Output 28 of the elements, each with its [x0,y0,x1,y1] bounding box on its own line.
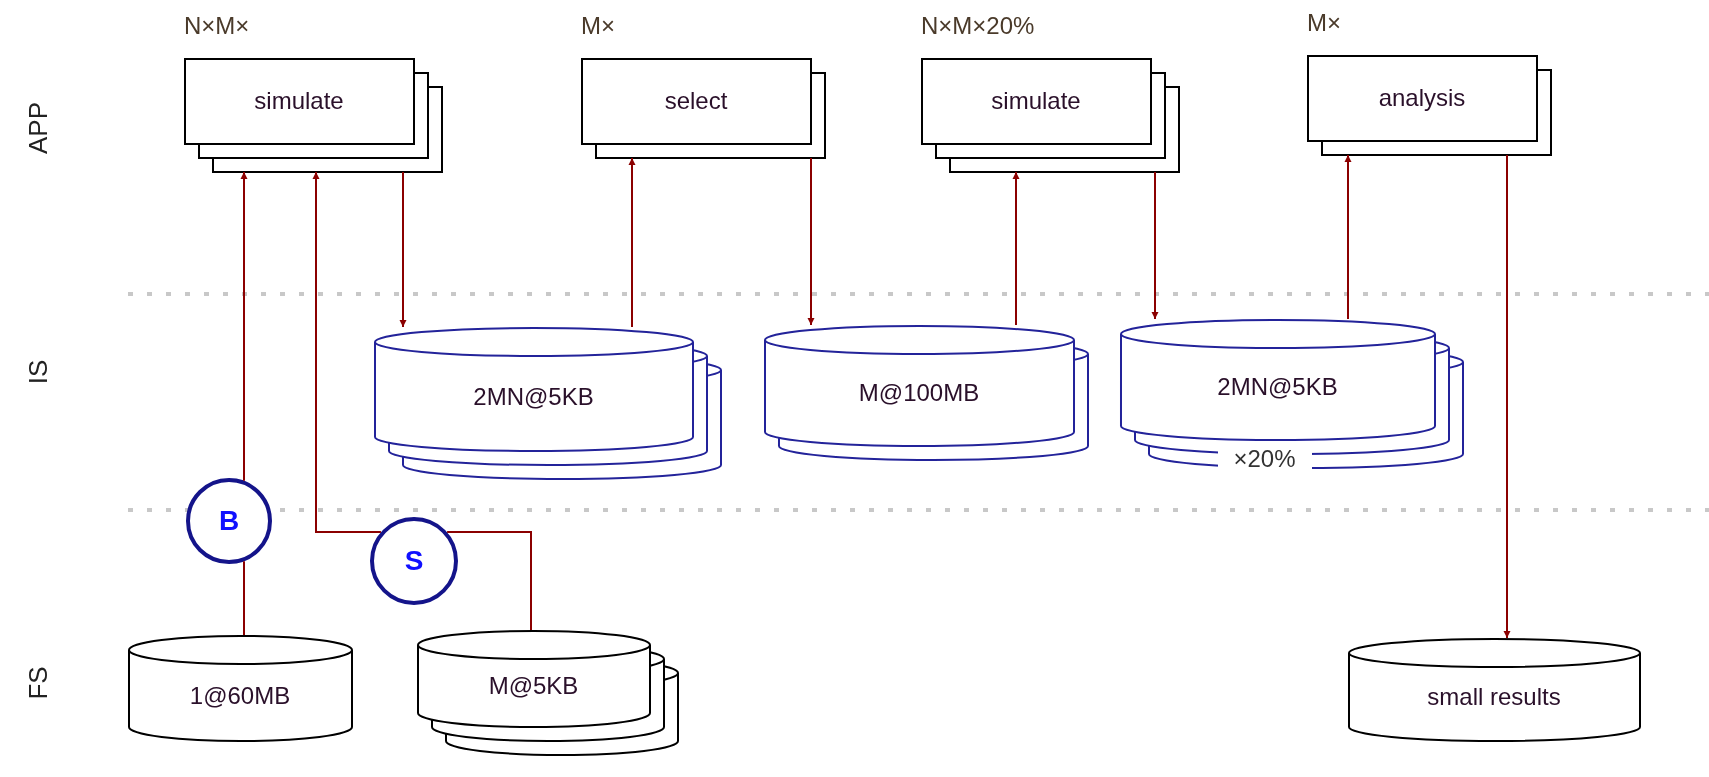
count-label: N×M× [184,14,250,38]
arrow [807,157,815,326]
arrow [1012,171,1020,326]
node-label: simulate [254,86,344,116]
node-label: B [218,507,240,535]
node-label: small results [1427,682,1561,712]
arrow [628,157,636,328]
arrow [1344,154,1352,320]
node-label: 1@60MB [189,680,291,711]
node-label: M@5KB [488,671,579,701]
lane-label: APP [25,102,51,154]
node-label: 2MN@5KB [473,381,594,412]
arrow [1151,171,1159,320]
node-label: simulate [991,86,1081,116]
count-label: N×M×20% [921,14,1035,38]
arrow [312,171,382,533]
node-label: analysis [1378,83,1466,113]
node-label: S [404,547,424,575]
count-label: M× [581,14,615,38]
arrow [240,171,248,482]
arrow [399,171,407,328]
arrow [1503,154,1511,639]
node-label: M@100MB [858,378,980,408]
lane-label: IS [25,359,51,385]
count-label: M× [1307,11,1341,35]
lane-label: FS [25,666,51,700]
node-label: select [664,86,728,116]
node-label: 2MN@5KB [1217,372,1338,402]
